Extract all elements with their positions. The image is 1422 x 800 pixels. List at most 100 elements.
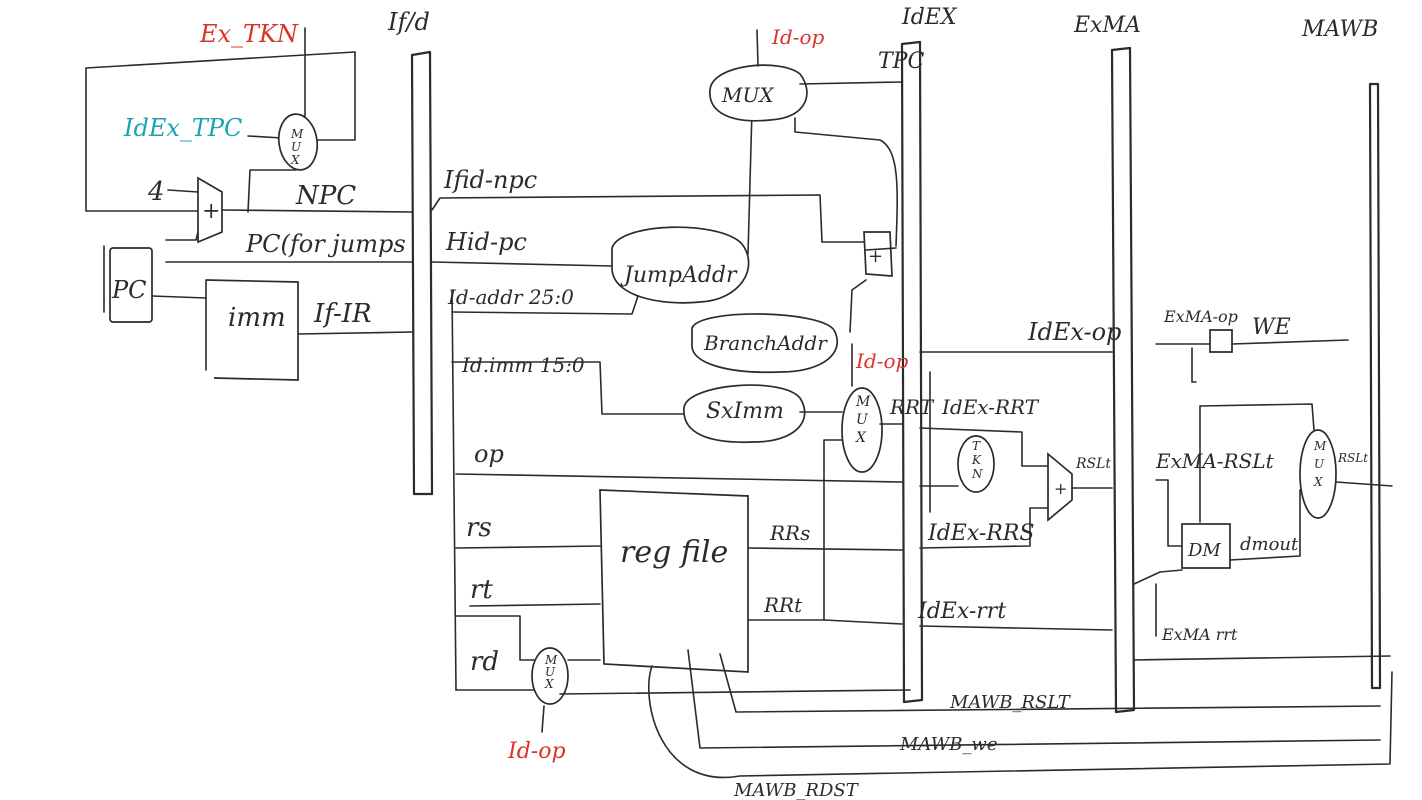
rd-mux	[531, 647, 569, 705]
exma-rslt-wire	[1155, 479, 1183, 547]
top-mux	[709, 64, 808, 122]
exma-rrt-label: ExMA rrt	[1161, 625, 1238, 644]
jump-addr-block	[611, 226, 750, 304]
data-memory	[1181, 523, 1231, 569]
op-label: op	[474, 440, 504, 468]
mawb-rslt-label: MAWB_RSLT	[949, 692, 1072, 713]
id-addr-label: Id-addr 25:0	[447, 285, 574, 309]
idex-rrt-label: IdEx-RRT	[941, 395, 1040, 419]
id-op-top-label: Id-op	[771, 25, 825, 49]
mawb-rdst-label: MAWB_RDST	[733, 780, 860, 800]
imm-memory	[205, 279, 299, 381]
tkn-unit	[957, 435, 995, 493]
ifid-npc-wire	[431, 194, 865, 243]
decode-stage	[431, 29, 1393, 779]
imm-label: imm	[228, 303, 286, 333]
rrs-label: RRs	[769, 521, 810, 545]
rt-label: rt	[470, 575, 493, 605]
pc-register	[109, 247, 153, 323]
rs-wire	[455, 545, 601, 549]
mid-mux	[841, 387, 883, 473]
pc-adder	[197, 176, 223, 244]
if-ir-label: If-IR	[313, 299, 372, 329]
idex-register	[900, 40, 924, 704]
branch-addr-block	[691, 313, 839, 374]
ex-tkn-label: Ex_TKN	[199, 20, 299, 48]
jump-addr-label: JumpAddr	[620, 263, 738, 288]
memory-stage	[1133, 329, 1393, 661]
op-wire	[455, 473, 903, 483]
exma-op-label: ExMA-op	[1163, 307, 1238, 326]
dmout-label: dmout	[1240, 534, 1299, 555]
ifid-pc-wire	[431, 261, 613, 267]
tpc-wire	[799, 81, 903, 85]
exma-rslt-label: ExMA-RSLt	[1155, 449, 1275, 473]
pipeline-registers	[410, 40, 1382, 714]
reg-file-label: reg file	[620, 535, 728, 570]
tpc-label: TPC	[878, 49, 924, 74]
mawb-we-label: MAWB_we	[899, 734, 998, 755]
rrs-wire	[747, 547, 903, 551]
small-adder-label: +	[868, 246, 883, 267]
we-label: WE	[1252, 315, 1291, 340]
we-box	[1209, 329, 1233, 353]
rs-label: rs	[466, 513, 492, 543]
idex-label: IdEX	[901, 5, 958, 30]
idex-op-label: IdEx-op	[1027, 318, 1121, 346]
top-mux-control	[756, 29, 759, 67]
id-imm-label: Id.imm 15:0	[461, 353, 585, 377]
alu-label: +	[1054, 479, 1067, 498]
exma-register	[1110, 46, 1136, 714]
execute-stage	[919, 351, 1113, 631]
ifid-pc-label: Hid-pc	[445, 228, 527, 256]
adder-label: +	[202, 199, 220, 224]
idex-rt-label: IdEx-rrt	[917, 599, 1006, 624]
if-ir-wire	[297, 331, 413, 335]
npc-wire	[221, 209, 413, 213]
id-imm-wire	[451, 361, 685, 415]
rrt-label: RRt	[763, 593, 803, 617]
ifid-npc-label: Ifid-npc	[443, 166, 537, 194]
idex-rrt-wire	[919, 427, 1049, 467]
rrt-small-label: RRT	[889, 395, 935, 419]
wb-rslt-wire	[1335, 481, 1393, 487]
pc-mux	[277, 113, 319, 171]
memory-rslt-label: RSLt	[1337, 451, 1368, 465]
mawb-label: MAWB	[1301, 17, 1378, 42]
four-label: 4	[147, 177, 165, 207]
mawb-register	[1368, 82, 1382, 690]
top-mux-label: MUX	[721, 83, 774, 107]
alu	[1047, 452, 1073, 522]
pc-for-jumps-label: PC(for jumps	[245, 230, 406, 258]
ifid-label: If/d	[387, 8, 430, 36]
dm-label: DM	[1187, 540, 1221, 561]
ifid-register	[410, 50, 434, 496]
reg-file	[599, 489, 749, 673]
idex-rt-wire	[919, 625, 1113, 631]
small-adder	[863, 231, 893, 277]
wb-mux	[1299, 429, 1337, 519]
sx-imm-label: SxImm	[706, 399, 784, 424]
sx-imm-block	[683, 384, 806, 444]
pc-label: PC	[111, 276, 147, 304]
branch-addr-label: BranchAddr	[703, 331, 828, 355]
rrt-wire	[747, 439, 843, 621]
id-op-mid-label: Id-op	[855, 349, 909, 373]
fetch-stage	[85, 27, 413, 381]
rd-label: rd	[470, 647, 499, 677]
execute-rslt-label: RSLt	[1075, 456, 1111, 472]
exma-label: ExMA	[1073, 13, 1141, 38]
id-op-bottom-label: Id-op	[507, 739, 566, 764]
idex-rrs-label: IdEx-RRS	[927, 521, 1035, 546]
mawb-rdst-loop	[648, 665, 1393, 779]
idex-tpc-label: IdEx_TPC	[123, 114, 242, 142]
npc-label: NPC	[295, 181, 356, 211]
rt-wire	[455, 615, 539, 661]
rd-mux-control	[541, 705, 545, 733]
